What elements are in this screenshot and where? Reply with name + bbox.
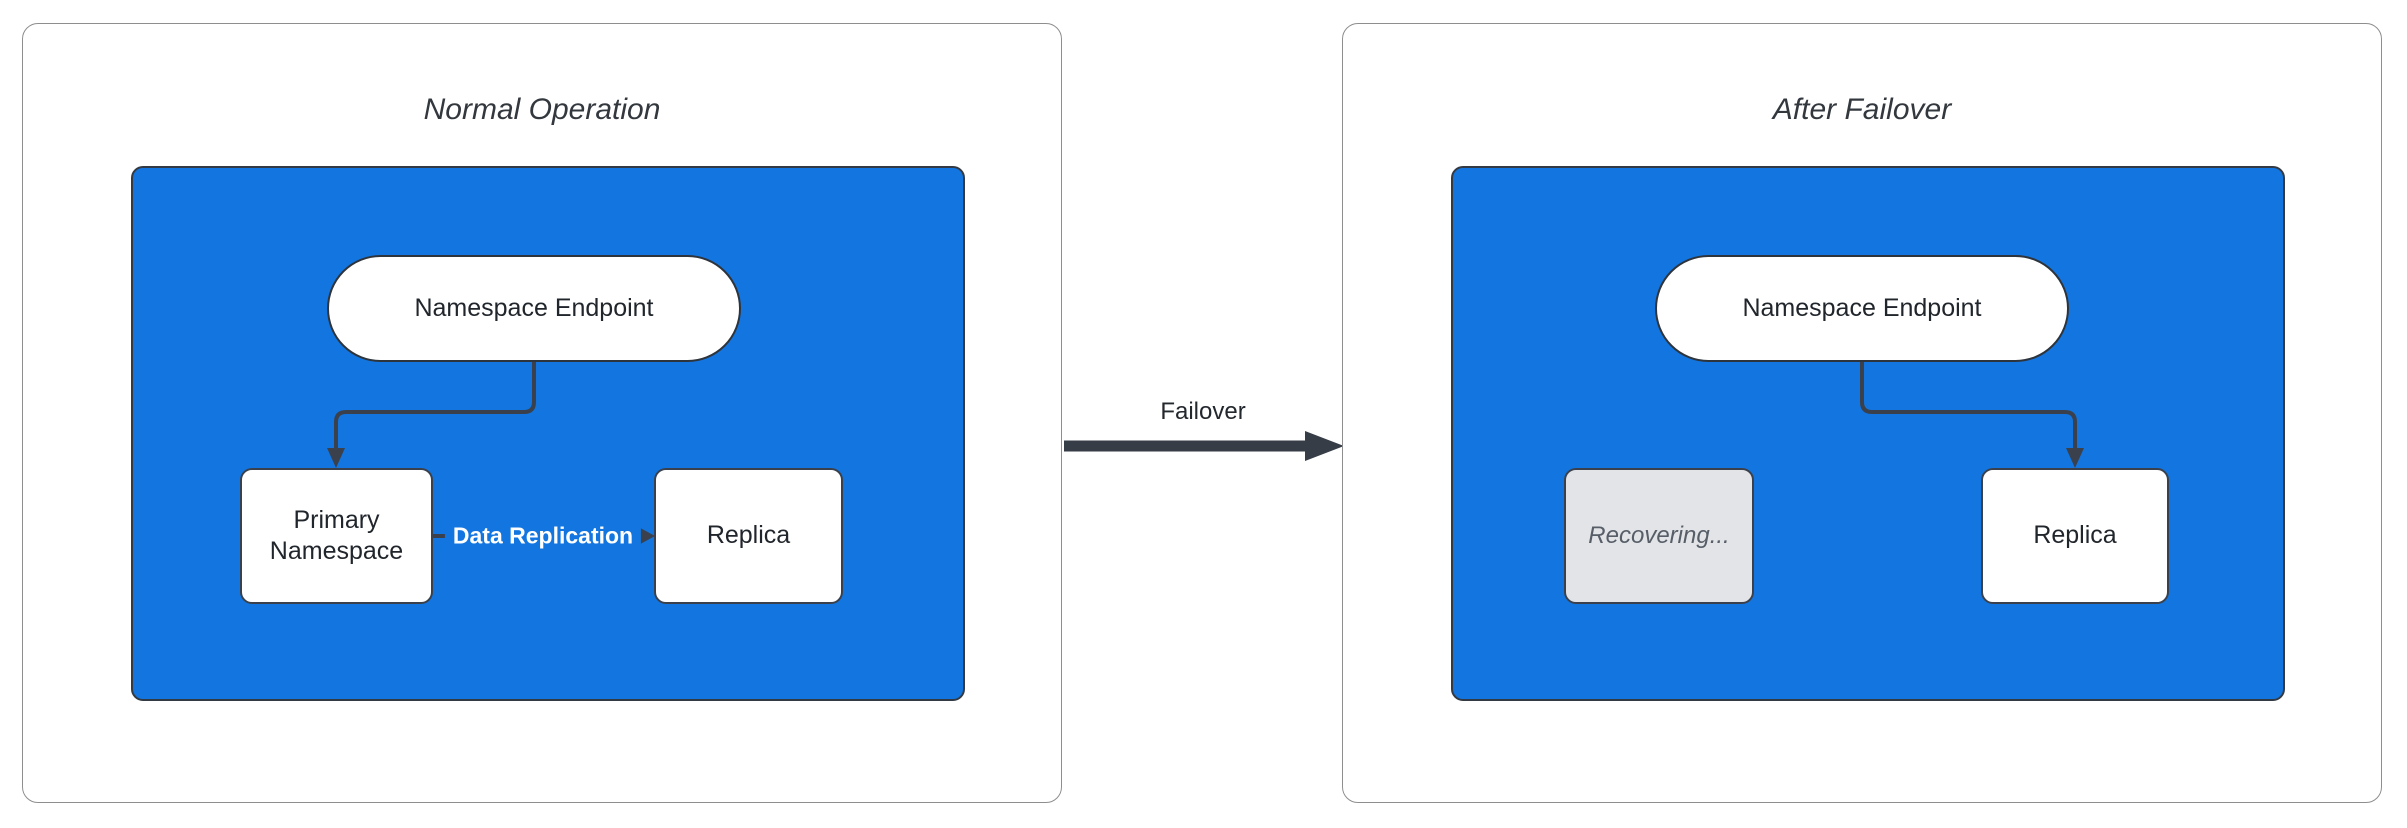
replica-node: Replica [654,468,843,604]
panel-title: Normal Operation [423,93,661,126]
panel-title: After Failover [1772,93,1952,126]
namespace-container [131,166,965,701]
data-replication-label: Data Replication [444,520,642,552]
failover-label: Failover [1160,398,1246,425]
recovering-label: Recovering... [1588,522,1730,549]
panel-after-failover: After Failover Namespace Endpoint Recove… [1342,23,2382,803]
namespace-container [1451,166,2285,701]
recovering-node: Recovering... [1564,468,1754,604]
namespace-endpoint-node: Namespace Endpoint [1655,255,2069,362]
arrowhead-icon [1305,431,1344,461]
namespace-endpoint-node: Namespace Endpoint [327,255,741,362]
primary-namespace-label: Primary Namespace [269,505,404,565]
panel-normal-operation: Normal Operation Namespace Endpoint Prim… [22,23,1062,803]
primary-namespace-node: Primary Namespace [240,468,433,604]
replica-node: Replica [1981,468,2169,604]
replica-label: Replica [2033,521,2117,550]
namespace-endpoint-label: Namespace Endpoint [1742,294,1982,322]
namespace-endpoint-label: Namespace Endpoint [414,294,654,322]
replica-label: Replica [706,521,791,550]
